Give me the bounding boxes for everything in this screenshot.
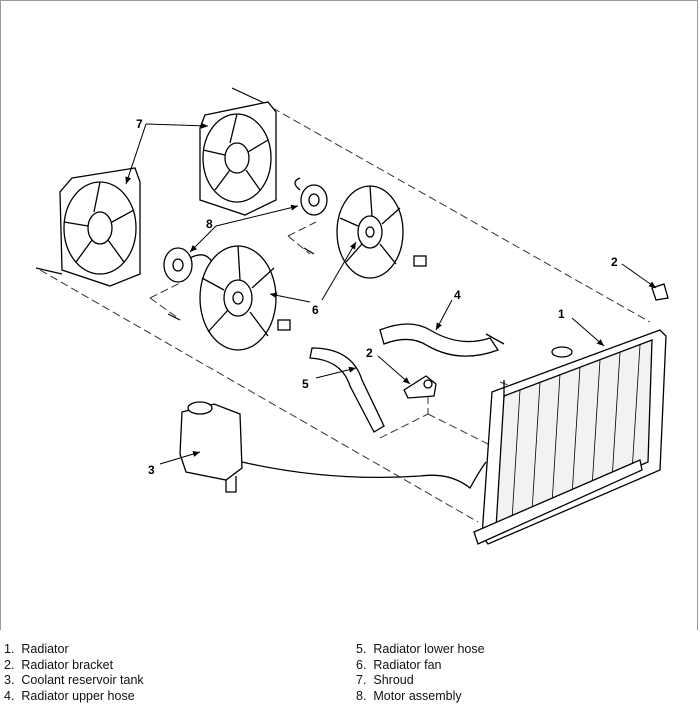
exploded-diagram: 1 2 2 3 4 5 6 7 8 xyxy=(35,87,669,545)
callout-lower-hose: 5 xyxy=(302,377,309,391)
callout-motor-assembly: 8 xyxy=(206,217,213,231)
shroud-rear xyxy=(199,101,277,216)
callout-coolant-reservoir-tank: 3 xyxy=(148,463,155,477)
legend-column-left: 1. Radiator 2. Radiator bracket 3. Coola… xyxy=(4,642,144,704)
legend-item: 7. Shroud xyxy=(356,673,414,687)
coolant-reservoir-tank xyxy=(179,401,487,493)
upper-hose xyxy=(379,323,505,357)
legend-item: 5. Radiator lower hose xyxy=(356,642,485,656)
callout-radiator-bracket-center: 2 xyxy=(366,346,373,360)
bolt xyxy=(35,87,315,321)
legend-item: 2. Radiator bracket xyxy=(4,657,114,672)
diagram-frame xyxy=(0,0,698,630)
legend-item: 6. Radiator fan xyxy=(356,657,442,672)
legend-item: 4. Radiator upper hose xyxy=(4,688,135,703)
callout-radiator-fan: 6 xyxy=(312,303,319,317)
legend-item: 8. Motor assembly xyxy=(356,688,462,703)
leader-lines xyxy=(125,122,657,465)
motor-assembly xyxy=(163,177,328,283)
lower-hose xyxy=(309,347,385,433)
parts-legend: 1. Radiator 2. Radiator bracket 3. Coola… xyxy=(0,642,700,704)
callout-radiator-bracket-right: 2 xyxy=(611,255,618,269)
legend-column-right: 5. Radiator lower hose 6. Radiator fan 7… xyxy=(356,642,485,704)
legend-item: 3. Coolant reservoir tank xyxy=(4,673,144,687)
legend-item: 1. Radiator xyxy=(4,642,69,656)
radiator-fan xyxy=(199,185,427,351)
callout-radiator: 1 xyxy=(558,307,565,321)
shroud-front xyxy=(59,167,141,287)
callout-shroud: 7 xyxy=(136,117,143,131)
radiator xyxy=(473,329,667,545)
callout-upper-hose: 4 xyxy=(454,288,461,302)
